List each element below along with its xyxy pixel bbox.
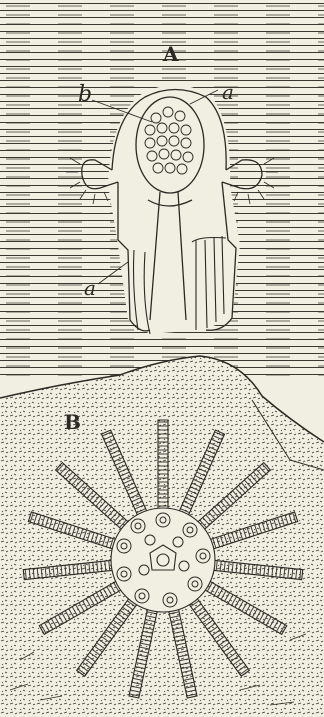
panel-b-label: B [64,412,81,432]
callout-b-label: b [78,84,92,106]
callout-a-top-label: a [222,82,234,102]
panel-a-label: A [163,44,179,64]
callout-a-bottom-label: a [84,278,96,298]
